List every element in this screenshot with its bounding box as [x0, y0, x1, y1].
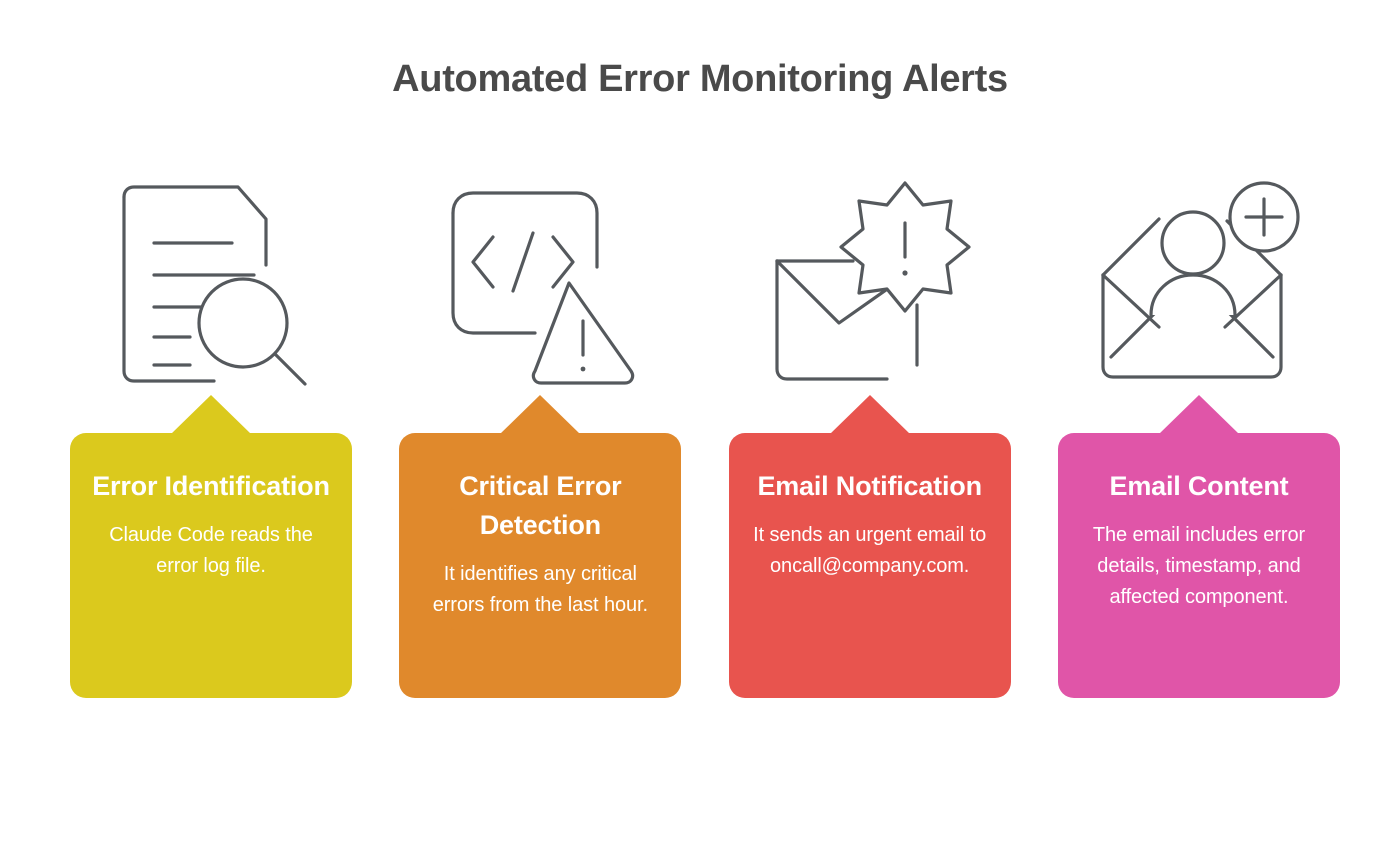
step-card: Critical Error Detection It identifies a… — [399, 433, 682, 698]
document-search-icon — [106, 170, 316, 395]
step-title: Error Identification — [92, 471, 330, 501]
envelope-alert-icon — [765, 170, 975, 395]
step-description: The email includes error details, timest… — [1092, 524, 1306, 608]
step-card: Error Identification Claude Code reads t… — [70, 433, 352, 698]
step-title: Email Content — [1109, 471, 1289, 501]
step-error-identification: Error Identification Claude Code reads t… — [70, 170, 352, 698]
step-email-notification: Email Notification It sends an urgent em… — [728, 170, 1011, 698]
step-card: Email Notification It sends an urgent em… — [728, 433, 1011, 698]
step-email-content: Email Content The email includes error d… — [1057, 170, 1340, 698]
page-title: Automated Error Monitoring Alerts — [392, 58, 1008, 100]
step-title: Critical Error Detection — [459, 471, 622, 540]
steps-row: Error Identification Claude Code reads t… — [70, 170, 1340, 698]
step-description: It identifies any critical errors from t… — [432, 563, 648, 616]
step-critical-error-detection: Critical Error Detection It identifies a… — [399, 170, 682, 698]
envelope-person-add-icon — [1089, 170, 1309, 395]
step-title: Email Notification — [757, 471, 982, 501]
code-warning-icon — [435, 170, 645, 395]
step-description: It sends an urgent email to oncall@compa… — [753, 524, 987, 577]
step-description: Claude Code reads the error log file. — [109, 524, 313, 577]
step-card: Email Content The email includes error d… — [1057, 433, 1340, 698]
